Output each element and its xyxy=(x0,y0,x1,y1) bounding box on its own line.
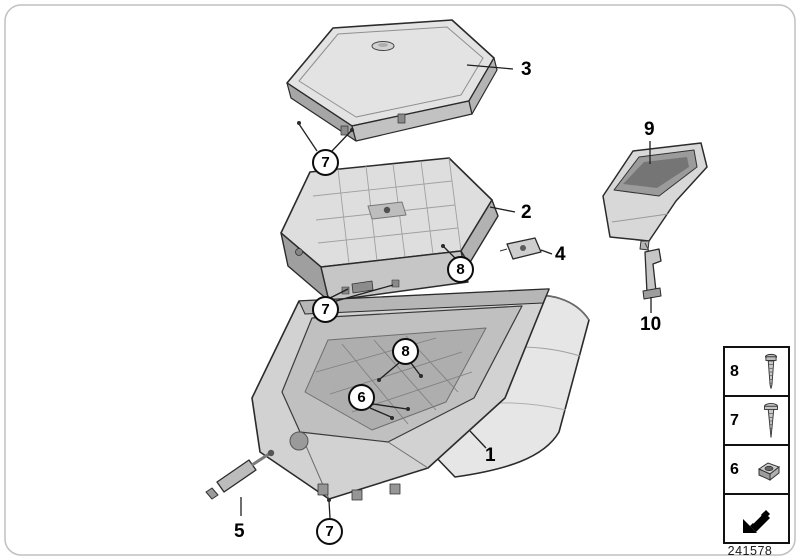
tapping-screw-icon xyxy=(764,402,778,438)
part-clip xyxy=(499,237,542,260)
legend-label-7: 7 xyxy=(730,411,739,429)
callout-5[interactable]: 5 xyxy=(234,521,245,542)
page-frame xyxy=(4,4,796,556)
cross-reference-arrow-icon xyxy=(742,509,770,533)
circled-callout-7-top[interactable]: 7 xyxy=(312,149,339,176)
callout-3[interactable]: 3 xyxy=(521,59,532,80)
circled-callout-8-upper[interactable]: 8 xyxy=(447,256,474,283)
part-damper xyxy=(205,449,275,500)
circled-callout-8-lower[interactable]: 8 xyxy=(392,338,419,365)
callout-9[interactable]: 9 xyxy=(644,119,655,140)
part-housing xyxy=(251,288,590,501)
fastener-points xyxy=(297,121,445,502)
legend-label-6: 6 xyxy=(730,460,739,478)
torx-screw-icon xyxy=(765,353,777,389)
part-top-cover xyxy=(286,19,498,142)
circled-callout-7-bottom[interactable]: 7 xyxy=(316,518,343,545)
callout-4[interactable]: 4 xyxy=(555,244,566,265)
legend-row-6: 6 xyxy=(725,446,788,495)
legend-row-8: 8 xyxy=(725,348,788,397)
callout-1[interactable]: 1 xyxy=(485,445,496,466)
circled-callout-6[interactable]: 6 xyxy=(348,384,375,411)
circled-callout-7-middle[interactable]: 7 xyxy=(312,296,339,323)
callout-2[interactable]: 2 xyxy=(521,202,532,223)
legend-label-8: 8 xyxy=(730,362,739,380)
part-air-duct xyxy=(602,142,708,251)
legend-row-reference xyxy=(725,495,788,542)
legend-row-7: 7 xyxy=(725,397,788,446)
callout-10[interactable]: 10 xyxy=(640,314,662,335)
part-inner-box xyxy=(280,157,499,302)
part-bracket xyxy=(642,242,662,300)
leader-lines xyxy=(240,64,652,519)
clip-nut-icon xyxy=(757,461,781,481)
fastener-legend: 8 7 xyxy=(723,346,790,544)
figure-number: 241578 xyxy=(727,544,773,558)
